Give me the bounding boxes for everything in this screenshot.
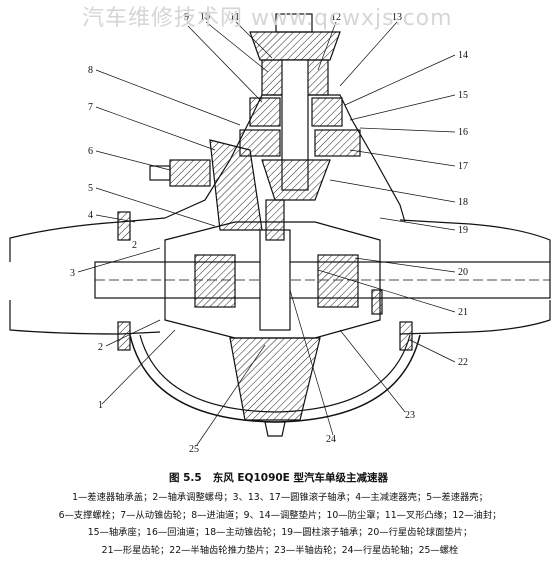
figure-caption: 图 5.5 东风 EQ1090E 型汽车单级主减速器	[0, 470, 557, 485]
callout-1: 1	[98, 400, 103, 411]
callout-3: 3	[70, 268, 75, 279]
callout-11: 11	[230, 12, 240, 23]
callout-16: 16	[458, 127, 468, 138]
callout-12: 12	[331, 12, 341, 23]
callout-14: 14	[458, 50, 468, 61]
callout-6: 6	[88, 146, 93, 157]
callout-22: 22	[458, 357, 468, 368]
callout-20: 20	[458, 267, 468, 278]
callout-18: 18	[458, 197, 468, 208]
callout-23: 23	[405, 410, 415, 421]
callout-24: 24	[326, 434, 336, 445]
callout-8: 8	[88, 65, 93, 76]
parts-legend: 1—差速器轴承盖；2—轴承调整螺母；3、13、17—圆锥滚子轴承；4—主减速器壳…	[6, 489, 554, 559]
callout-10: 10	[200, 12, 210, 23]
reducer-figure: 汽车维修技术网 www.qcwxjs.com	[9, 6, 551, 455]
legend-line: 21—形星齿轮；22—半轴齿轮推力垫片；23—半轴齿轮；24—行星齿轮轴；25—…	[101, 544, 459, 556]
callout-5: 5	[88, 183, 93, 194]
callout-7: 7	[88, 102, 93, 113]
caption-number: 图 5.5	[168, 472, 202, 484]
callout-15: 15	[458, 90, 468, 101]
caption-title: 东风 EQ1090E 型汽车单级主减速器	[212, 472, 389, 484]
callout-19: 19	[458, 225, 468, 236]
callout-2-lower: 2	[98, 342, 103, 353]
callout-9: 9	[184, 12, 189, 23]
reducer-drawing: 1 2 2 3 4 5 6 7 8 9 10 11 12 13 14 15 16…	[9, 12, 551, 455]
callout-2-upper: 2	[132, 240, 137, 251]
watermark: 汽车维修技术网 www.qcwxjs.com	[82, 6, 453, 31]
callout-21: 21	[458, 307, 468, 318]
legend-line: 1—差速器轴承盖；2—轴承调整螺母；3、13、17—圆锥滚子轴承；4—主减速器壳…	[72, 492, 488, 503]
callout-17: 17	[458, 161, 468, 172]
legend-line: 15—轴承座；16—回油道；18—主动锥齿轮；19—圆柱滚子轴承；20—行星齿轮…	[87, 527, 473, 539]
callout-25: 25	[189, 444, 199, 455]
callout-4: 4	[88, 210, 93, 221]
legend-line: 6—支撑螺栓；7—从动锥齿轮；8—进油道；9、14—调整垫片；10—防尘罩；11…	[58, 509, 502, 521]
callout-labels: 1 2 2 3 4 5 6 7 8 9 10 11 12 13 14 15 16…	[70, 12, 468, 455]
callout-13: 13	[392, 12, 402, 23]
